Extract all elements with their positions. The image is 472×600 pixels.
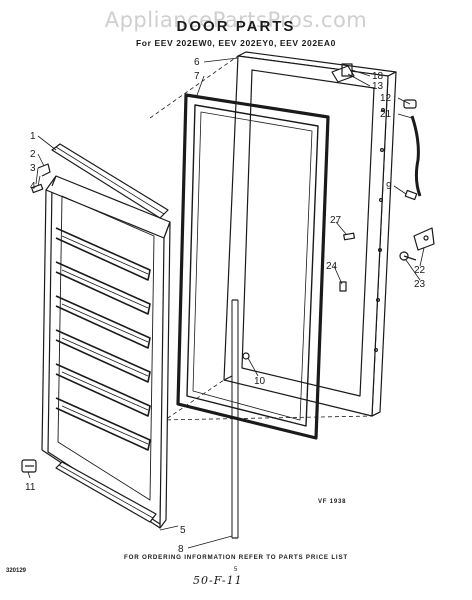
screw-part-27 (343, 232, 356, 241)
watermark: AppliancePartsPros.com (104, 8, 368, 32)
callout-10: 10 (254, 376, 266, 387)
top-trim-strip (51, 143, 169, 219)
callout-27: 27 (330, 215, 342, 226)
handwritten-note: 50-F-11 (193, 574, 243, 587)
hinge-pin-21 (410, 115, 422, 197)
inner-door-liner (41, 175, 171, 529)
callout-13: 13 (372, 81, 384, 92)
hinge-cover-12 (403, 99, 417, 109)
screw-part-24 (339, 281, 347, 292)
bottom-trim-strip (55, 461, 157, 523)
breaker-strip (231, 299, 239, 539)
part-code: 320129 (6, 568, 27, 574)
ordering-note: FOR ORDERING INFORMATION REFER TO PARTS … (124, 554, 348, 561)
callout-8: 8 (178, 544, 184, 555)
callout-6: 6 (194, 57, 200, 68)
callout-4: 4 (30, 181, 36, 192)
callout-9: 9 (386, 181, 392, 192)
model-subtitle: For EEV 202EW0, EEV 202EY0, EEV 202EA0 (136, 38, 336, 48)
page-number: 5 (234, 567, 238, 573)
latch-part-22 (413, 227, 435, 251)
callout-5: 5 (180, 525, 186, 536)
callout-18: 18 (372, 71, 384, 82)
callout-3: 3 (30, 163, 36, 174)
callout-7: 7 (194, 71, 200, 82)
callout-1: 1 (30, 131, 36, 142)
callout-22: 22 (414, 265, 426, 276)
diagram-code: VF 1938 (318, 499, 346, 505)
bracket-part-2 (37, 163, 51, 177)
callout-2: 2 (30, 149, 36, 160)
page-title: DOOR PARTS (176, 18, 296, 35)
handle-part-11 (21, 459, 37, 473)
callout-24: 24 (326, 261, 338, 272)
latch-part-23 (399, 251, 417, 261)
callout-23: 23 (414, 279, 426, 290)
callout-11: 11 (25, 482, 36, 493)
screw-part-9 (404, 189, 418, 201)
plug-part-10 (242, 352, 250, 360)
door-gasket (176, 93, 330, 440)
callout-21: 21 (380, 109, 392, 120)
screw-part-3 (31, 183, 44, 194)
callout-12: 12 (380, 93, 392, 104)
